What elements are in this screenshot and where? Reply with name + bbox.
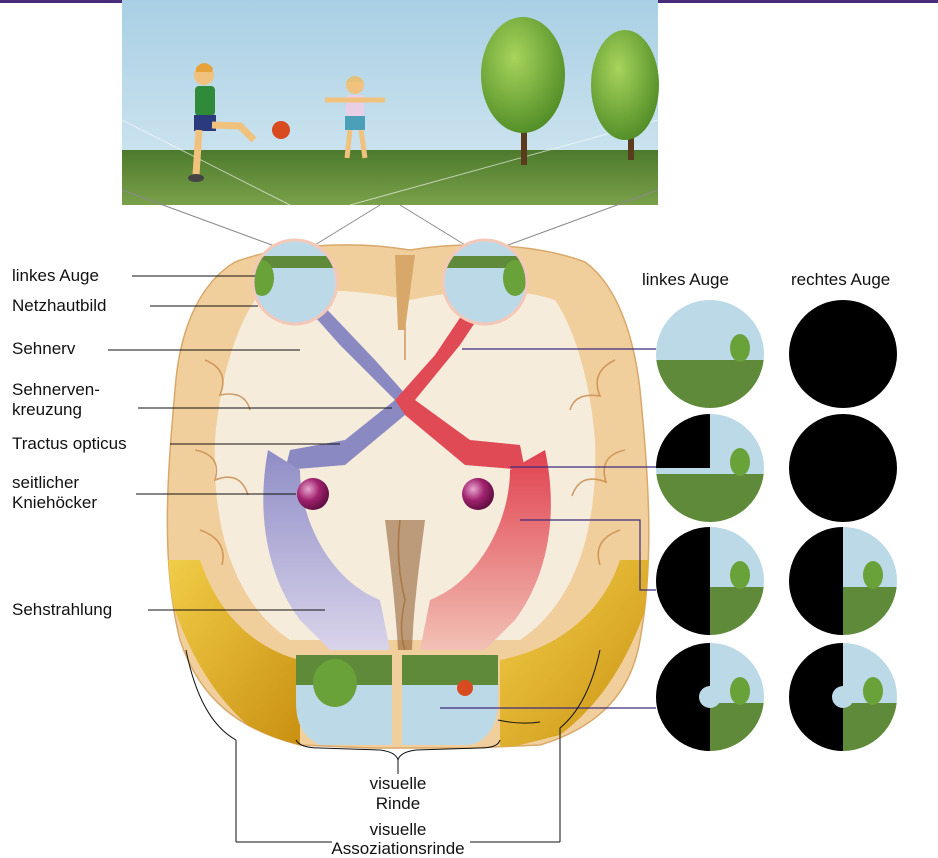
label-lgn-line1: seitlicher [12, 473, 79, 492]
lgn-left-nucleus [297, 478, 329, 510]
label-lgn-line2: Kniehöcker [12, 493, 97, 512]
field-left-eye-macular-sparing [650, 643, 770, 753]
outdoor-scene [122, 0, 659, 205]
label-optic-radiation: Sehstrahlung [12, 600, 112, 619]
lgn-right-nucleus [462, 478, 494, 510]
field-right-eye-blind [789, 300, 897, 408]
label-chiasm-line1: Sehnerven- [12, 380, 100, 399]
label-visual-cortex-line2: Rinde [330, 794, 466, 813]
column-header-right-eye: rechtes Auge [791, 270, 890, 289]
cortex-image-right [402, 655, 498, 745]
visual-field-circles [650, 300, 903, 753]
field-left-eye-hemianopia [650, 527, 770, 637]
field-left-eye-quadrant [650, 414, 770, 524]
ball-icon [272, 121, 290, 139]
cortex-image-left [296, 655, 392, 745]
brain-section [160, 240, 660, 750]
field-right-eye-hemianopia [783, 527, 903, 637]
label-optic-tract: Tractus opticus [12, 434, 127, 453]
label-assoc-cortex-line1: visuelle [300, 820, 496, 839]
label-visual-cortex-line1: visuelle [330, 774, 466, 793]
field-right-eye-blind-2 [789, 414, 897, 522]
label-retina-image: Netzhautbild [12, 296, 107, 315]
label-left-eye: linkes Auge [12, 266, 99, 285]
label-optic-nerve: Sehnerv [12, 339, 75, 358]
column-header-left-eye: linkes Auge [642, 270, 729, 289]
label-chiasm-line2: kreuzung [12, 400, 82, 419]
field-left-eye-intact [650, 300, 770, 410]
label-assoc-cortex-line2: Assoziationsrinde [300, 839, 496, 858]
field-right-eye-macular-sparing [783, 643, 903, 753]
